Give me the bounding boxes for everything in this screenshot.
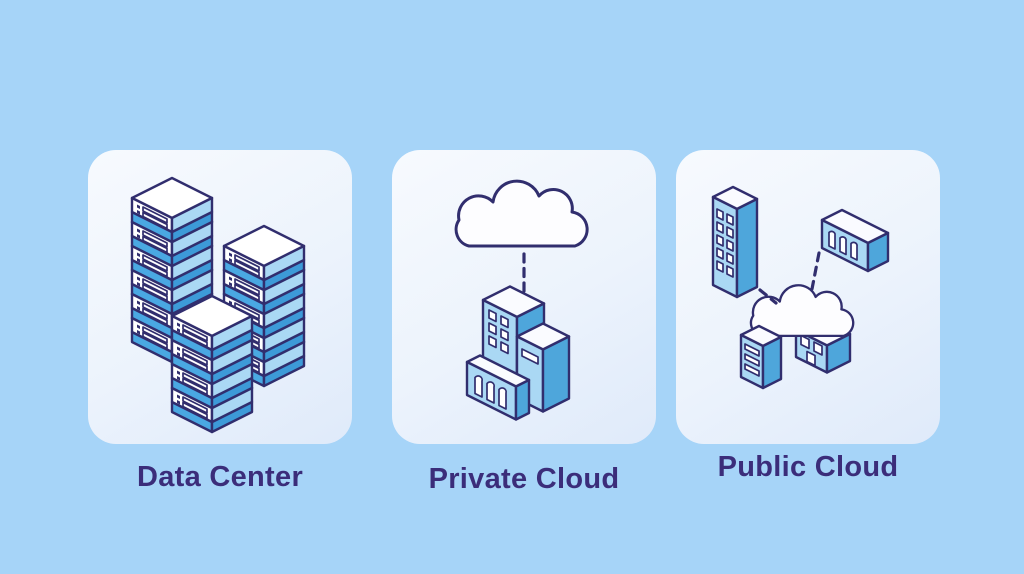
front-low-building: [465, 354, 531, 421]
cloud-icon: [454, 179, 589, 248]
private-cloud-card: [392, 150, 656, 444]
cloud-network-buildings-icon: [711, 185, 890, 390]
public-cloud-label: Public Cloud: [717, 451, 899, 483]
cloud-icon: [749, 284, 855, 338]
cloud-over-buildings-icon: [454, 179, 589, 421]
server-tower: [739, 324, 783, 390]
wide-building: [820, 208, 890, 273]
data-center-card: [88, 150, 352, 444]
private-cloud-label: Private Cloud: [428, 463, 620, 495]
data-center-label: Data Center: [136, 461, 304, 493]
server-stacks-icon: [130, 176, 306, 434]
network-dashed-line-left: [758, 288, 778, 305]
network-dashed-line-right: [810, 251, 821, 291]
public-cloud-card: [676, 150, 940, 444]
server-stack-front: [170, 294, 254, 434]
tall-tower-building: [711, 185, 759, 299]
